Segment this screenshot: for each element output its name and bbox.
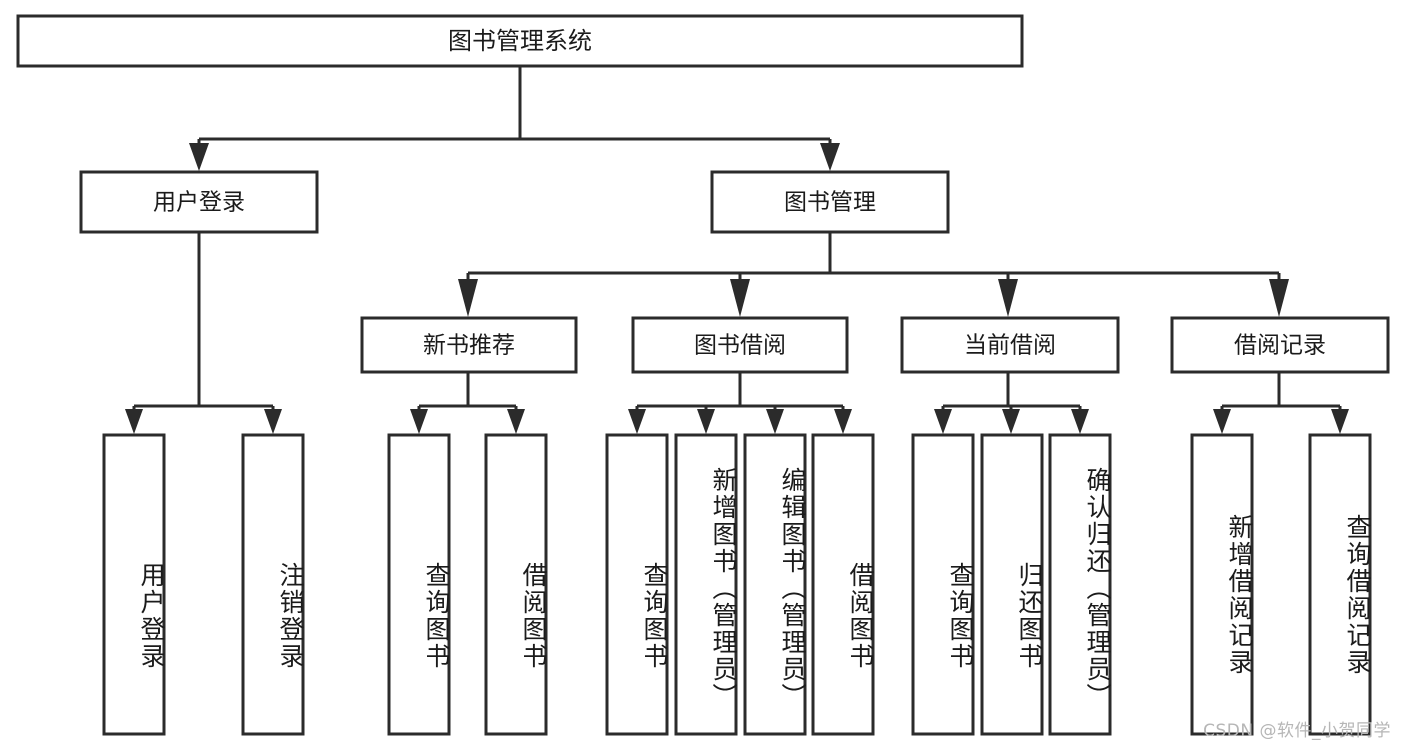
arrow-head-newbook-leaf-1: [410, 409, 428, 434]
node-book-management-box[interactable]: [710, 170, 950, 234]
arrow-head-currentborrow-leaf-3: [1071, 409, 1089, 434]
arrow-head-bookborrow-leaf-4: [834, 409, 852, 434]
arrow-head-to-new-book-recommend: [458, 279, 478, 317]
leaf-box-confirm-return-admin[interactable]: [1048, 433, 1112, 736]
arrow-head-to-book-borrow: [730, 279, 750, 317]
node-root-system-box[interactable]: [16, 14, 1024, 68]
node-current-borrow-box[interactable]: [900, 316, 1120, 374]
leaf-box-query-book-newrec[interactable]: [387, 433, 451, 736]
arrow-head-currentborrow-leaf-1: [934, 409, 952, 434]
leaf-box-return-book[interactable]: [980, 433, 1044, 736]
node-new-book-recommend-label: 新书推荐: [423, 333, 515, 359]
leaf-box-add-book-admin[interactable]: [674, 433, 738, 736]
arrow-head-borrowrecord-leaf-1: [1213, 409, 1231, 434]
node-root-system[interactable]: 图书管理系统: [16, 14, 1024, 68]
connector-group-root-to-level2: [189, 66, 840, 171]
node-borrow-record[interactable]: 借阅记录: [1170, 316, 1390, 374]
connector-group-newbook-to-leaves: [410, 372, 525, 434]
arrow-head-bookborrow-leaf-3: [766, 409, 784, 434]
arrow-head-newbook-leaf-2: [507, 409, 525, 434]
leaf-box-query-borrow-record[interactable]: [1308, 433, 1372, 736]
leaf-box-query-book-current[interactable]: [911, 433, 975, 736]
node-book-borrow-box[interactable]: [631, 316, 849, 374]
node-root-system-label: 图书管理系统: [448, 27, 592, 55]
leaf-box-query-book-borrow[interactable]: [605, 433, 669, 736]
arrow-head-currentborrow-leaf-2: [1002, 409, 1020, 434]
connector-group-currentborrow-to-leaves: [934, 372, 1089, 434]
connector-group-userlogin-to-leaves: [125, 232, 282, 434]
node-book-borrow-label: 图书借阅: [694, 333, 786, 359]
leaf-box-add-borrow-record[interactable]: [1190, 433, 1254, 736]
node-book-borrow[interactable]: 图书借阅: [631, 316, 849, 374]
arrow-head-bookborrow-leaf-1: [628, 409, 646, 434]
node-user-login-box[interactable]: [79, 170, 319, 234]
arrow-head-to-borrow-record: [1269, 279, 1289, 317]
csdn-watermark: CSDN @软件_小贺同学: [1203, 721, 1391, 741]
node-user-login-label: 用户登录: [153, 190, 245, 216]
arrow-head-root-to-book-mgmt: [820, 143, 840, 171]
node-current-borrow-label: 当前借阅: [964, 333, 1056, 359]
node-book-management[interactable]: 图书管理: [710, 170, 950, 234]
arrow-head-userlogin-leaf-2: [264, 409, 282, 434]
node-current-borrow[interactable]: 当前借阅: [900, 316, 1120, 374]
leaf-box-borrow-book[interactable]: [811, 433, 875, 736]
arrow-head-borrowrecord-leaf-2: [1331, 409, 1349, 434]
leaf-box-user-login[interactable]: [102, 433, 166, 736]
arrow-head-root-to-user-login: [189, 143, 209, 171]
arrow-head-bookborrow-leaf-2: [697, 409, 715, 434]
node-book-management-label: 图书管理: [784, 190, 876, 216]
node-user-login[interactable]: 用户登录: [79, 170, 319, 234]
node-borrow-record-box[interactable]: [1170, 316, 1390, 374]
connector-group-bookmgmt-to-level3: [458, 232, 1289, 317]
arrow-head-to-current-borrow: [998, 279, 1018, 317]
leaf-box-borrow-book-newrec[interactable]: [484, 433, 548, 736]
leaf-box-edit-book-admin[interactable]: [743, 433, 807, 736]
node-new-book-recommend-box[interactable]: [360, 316, 578, 374]
connector-group-bookborrow-to-leaves: [628, 372, 852, 434]
node-borrow-record-label: 借阅记录: [1234, 333, 1326, 359]
arrow-head-userlogin-leaf-1: [125, 409, 143, 434]
node-new-book-recommend[interactable]: 新书推荐: [360, 316, 578, 374]
connector-group-borrowrecord-to-leaves: [1213, 372, 1349, 434]
leaf-box-logout[interactable]: [241, 433, 305, 736]
